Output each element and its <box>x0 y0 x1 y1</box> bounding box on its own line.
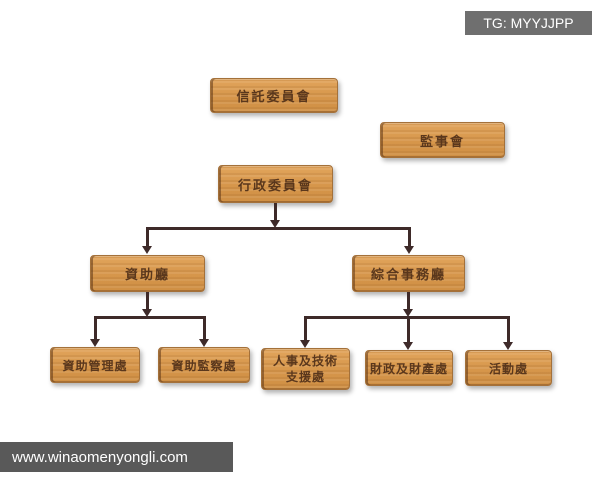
node-funding-management: 資助管理處 <box>50 347 140 383</box>
node-general-affairs-hall: 綜合事務廳 <box>352 255 465 292</box>
node-activities-office: 活動處 <box>465 350 552 386</box>
telegram-badge: TG: MYYJJPP <box>465 11 592 35</box>
node-supervisory-board-label: 監事會 <box>419 133 465 149</box>
connector-funding-drop <box>146 292 149 310</box>
node-trust-committee: 信託委員會 <box>210 78 338 113</box>
node-funding-hall-label: 資助廳 <box>124 267 170 282</box>
connector-general-affairs-arrow <box>404 246 414 254</box>
connector-personnel-arrow <box>300 340 310 348</box>
connector-funding-rail-arrow <box>142 309 152 317</box>
connector-rail-1 <box>146 227 411 230</box>
node-finance-property-label: 財政及財產處 <box>369 361 448 376</box>
telegram-badge-text: TG: MYYJJPP <box>483 15 574 31</box>
node-trust-committee-label: 信託委員會 <box>236 89 312 104</box>
node-funding-supervision: 資助監察處 <box>158 347 250 383</box>
connector-funding-supervision-arrow <box>199 339 209 347</box>
connector-admin-arrow <box>270 220 280 228</box>
connector-rail-2 <box>94 316 206 319</box>
website-url: www.winaomenyongli.com <box>12 448 188 466</box>
connector-rail1-left-drop <box>146 227 149 247</box>
connector-rail3-right-drop <box>507 316 510 343</box>
node-funding-management-label: 資助管理處 <box>62 358 128 373</box>
node-activities-office-label: 活動處 <box>488 361 528 376</box>
node-admin-committee-label: 行政委員會 <box>237 177 313 193</box>
node-supervisory-board: 監事會 <box>380 122 505 158</box>
connector-rail2-right-drop <box>203 316 206 340</box>
connector-rail2-left-drop <box>94 316 97 340</box>
node-finance-property: 財政及財產處 <box>365 350 453 386</box>
connector-admin-drop <box>274 203 277 221</box>
node-funding-hall: 資助廳 <box>90 255 205 292</box>
node-personnel-tech-support-label: 人事及技術支援處 <box>272 353 338 384</box>
connector-funding-hall-arrow <box>142 246 152 254</box>
connector-activities-arrow <box>503 342 513 350</box>
connector-general-rail-arrow <box>403 309 413 317</box>
node-personnel-tech-support: 人事及技術支援處 <box>261 348 350 390</box>
connector-general-drop <box>407 292 410 310</box>
connector-rail3-left-drop <box>304 316 307 341</box>
node-funding-supervision-label: 資助監察處 <box>171 358 237 373</box>
node-general-affairs-hall-label: 綜合事務廳 <box>370 267 446 282</box>
connector-rail3-mid-drop <box>407 316 410 343</box>
connector-funding-mgmt-arrow <box>90 339 100 347</box>
node-admin-committee: 行政委員會 <box>218 165 333 203</box>
connector-finance-arrow <box>403 342 413 350</box>
website-watermark-bar: www.winaomenyongli.com <box>0 442 233 472</box>
connector-rail1-right-drop <box>408 227 411 247</box>
